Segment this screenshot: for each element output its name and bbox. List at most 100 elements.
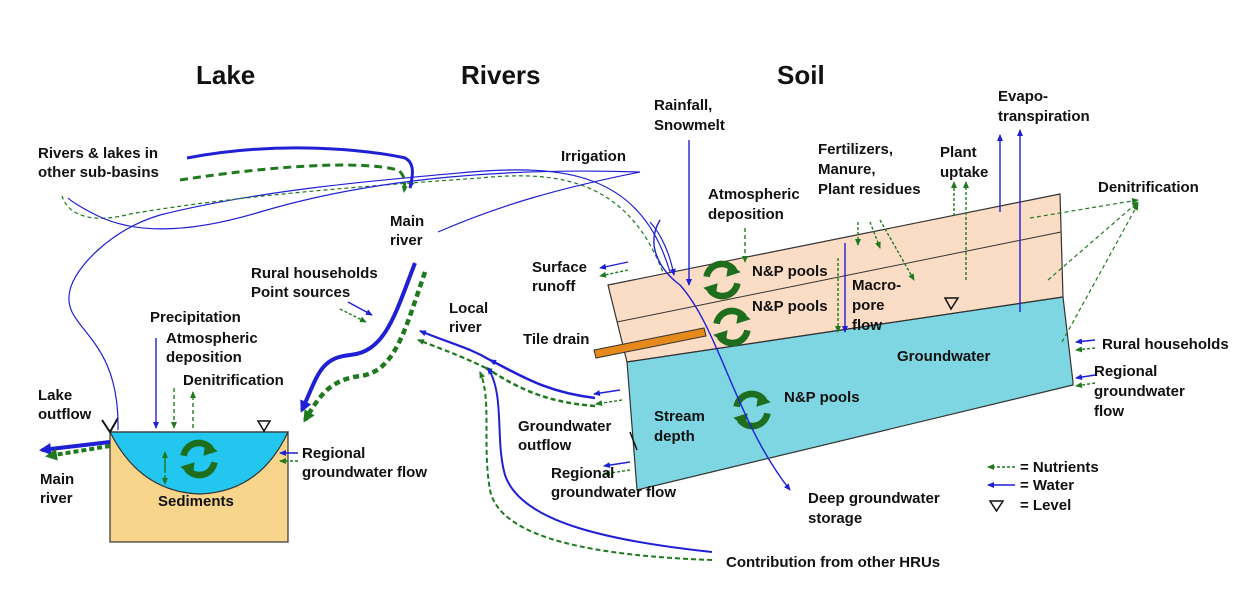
groundwater-outflow-label-1: Groundwater bbox=[518, 418, 612, 435]
plant-uptake-label-2: uptake bbox=[940, 164, 988, 181]
heading-lake: Lake bbox=[196, 60, 255, 90]
lake-outflow-label-1: Lake bbox=[38, 387, 72, 404]
np-pools-top-label: N&P pools bbox=[752, 263, 828, 280]
local-river-label-2: river bbox=[449, 319, 482, 336]
soil-deposition-label-2: deposition bbox=[708, 206, 784, 223]
rural-households-label: Rural households bbox=[251, 265, 378, 282]
soil-rural-nutrients bbox=[1075, 346, 1096, 353]
rivers-lakes-label-2: other sub-basins bbox=[38, 164, 159, 181]
soil-rural-water bbox=[1075, 338, 1096, 345]
regional-gw-out-nutrients bbox=[603, 469, 631, 477]
contribution-label: Contribution from other HRUs bbox=[726, 554, 940, 571]
np-pools-groundwater-label: N&P pools bbox=[784, 389, 860, 406]
rivers-regional-gw-label-1: Regional bbox=[551, 465, 614, 482]
stream-depth-marker bbox=[629, 431, 638, 451]
river-flows bbox=[61, 146, 713, 561]
fertilizers-label-1: Fertilizers, bbox=[818, 141, 893, 158]
stream-depth-label-1: Stream bbox=[654, 408, 705, 425]
groundwater-outflow-label-2: outflow bbox=[518, 437, 572, 454]
tile-drain bbox=[593, 327, 707, 359]
gw-outflow-water bbox=[489, 358, 596, 400]
legend-level-swatch bbox=[988, 500, 1005, 513]
soil-regional-nutrients bbox=[1075, 382, 1096, 389]
lake-section bbox=[39, 338, 298, 543]
irrigation-into-soil-water bbox=[649, 221, 676, 276]
lake-main-river-label-1: Main bbox=[40, 471, 74, 488]
contribution-water bbox=[487, 367, 713, 553]
lake-regional-gw-label-2: groundwater flow bbox=[302, 464, 427, 481]
lake-outflow-label-2: outflow bbox=[38, 406, 92, 423]
soil-regional-gw-label-3: flow bbox=[1094, 403, 1124, 420]
legend-nutrients-label: = Nutrients bbox=[1020, 459, 1099, 476]
soil-layer-divider bbox=[616, 231, 1062, 323]
soil-denitrification-label: Denitrification bbox=[1098, 179, 1199, 196]
irrigation-water-curve bbox=[68, 169, 671, 431]
surface-runoff-label-2: runoff bbox=[532, 278, 576, 295]
main-river-label-2: river bbox=[390, 232, 423, 249]
soil-section bbox=[593, 129, 1139, 491]
lake-outflow-nutrients bbox=[45, 444, 111, 461]
lake-deposition-label-1: Atmospheric bbox=[166, 330, 258, 347]
macropore-label-2: pore bbox=[852, 297, 885, 314]
contribution-nutrients bbox=[479, 371, 713, 561]
rivers-regional-gw-label-2: groundwater flow bbox=[551, 484, 676, 501]
main-river-nutrients bbox=[303, 271, 428, 423]
lake-level-marker bbox=[256, 420, 272, 433]
local-river-label-1: Local bbox=[449, 300, 488, 317]
irrigation-nutrient-curve bbox=[61, 175, 666, 279]
legend-water-label: = Water bbox=[1020, 477, 1074, 494]
gw-outflow-nutrients bbox=[485, 366, 596, 408]
macropore-label-1: Macro- bbox=[852, 277, 901, 294]
macropore-label-3: flow bbox=[852, 317, 882, 334]
rainfall-label-1: Rainfall, bbox=[654, 97, 712, 114]
evapotranspiration-label-2: transpiration bbox=[998, 108, 1090, 125]
soil-rural-households-label: Rural households bbox=[1102, 336, 1229, 353]
deep-groundwater-label-2: storage bbox=[808, 510, 862, 527]
deep-groundwater-curve bbox=[653, 219, 791, 491]
main-river-water bbox=[300, 262, 417, 413]
heading-rivers: Rivers bbox=[461, 60, 541, 90]
deep-groundwater-label-1: Deep groundwater bbox=[808, 490, 940, 507]
np-pools-mid-label: N&P pools bbox=[752, 298, 828, 315]
lake-regional-gw-label-1: Regional bbox=[302, 445, 365, 462]
rivers-lakes-label-1: Rivers & lakes in bbox=[38, 145, 158, 162]
point-sources-nutrients bbox=[339, 308, 367, 323]
groundwater-label: Groundwater bbox=[897, 348, 991, 365]
legend-level-label: = Level bbox=[1020, 497, 1071, 514]
surface-runoff-nutrients bbox=[599, 269, 629, 278]
groundwater-level-marker bbox=[943, 297, 960, 311]
legend: = Nutrients = Water = Level bbox=[987, 459, 1099, 514]
sediments-label: Sediments bbox=[158, 493, 234, 510]
local-river-nutrients bbox=[417, 338, 487, 369]
lake-denitrification-label: Denitrification bbox=[183, 372, 284, 389]
subbasin-nutrient-flow bbox=[179, 163, 408, 193]
heading-soil: Soil bbox=[777, 60, 825, 90]
local-river-water bbox=[419, 329, 491, 361]
soil-regional-gw-label-2: groundwater bbox=[1094, 383, 1185, 400]
regional-gw-out-water bbox=[603, 461, 631, 469]
plant-uptake-label-1: Plant bbox=[940, 144, 977, 161]
point-sources-label: Point sources bbox=[251, 284, 350, 301]
evapotranspiration-label-1: Evapo- bbox=[998, 88, 1048, 105]
fertilizers-label-3: Plant residues bbox=[818, 181, 921, 198]
tile-drain-label: Tile drain bbox=[523, 331, 589, 348]
soil-regional-gw-label-1: Regional bbox=[1094, 363, 1157, 380]
denitrification-arrow-2 bbox=[1047, 201, 1139, 281]
stream-depth-label-2: depth bbox=[654, 428, 695, 445]
surface-runoff-water bbox=[599, 261, 629, 270]
lake-water bbox=[109, 431, 289, 495]
point-sources-water bbox=[347, 301, 373, 316]
denitrification-arrow-1 bbox=[1029, 198, 1139, 219]
lake-deposition-label-2: deposition bbox=[166, 349, 242, 366]
subbasin-water-flow bbox=[186, 146, 415, 189]
labels: Lake Rivers Soil Rivers & lakes in other… bbox=[38, 60, 1229, 571]
rainfall-label-2: Snowmelt bbox=[654, 117, 725, 134]
lake-main-river-label-2: river bbox=[40, 490, 73, 507]
main-river-label-1: Main bbox=[390, 213, 424, 230]
fertilizers-label-2: Manure, bbox=[818, 161, 876, 178]
soil-regional-water bbox=[1075, 374, 1096, 381]
soil-deposition-label-1: Atmospheric bbox=[708, 186, 800, 203]
surface-runoff-label-1: Surface bbox=[532, 259, 587, 276]
